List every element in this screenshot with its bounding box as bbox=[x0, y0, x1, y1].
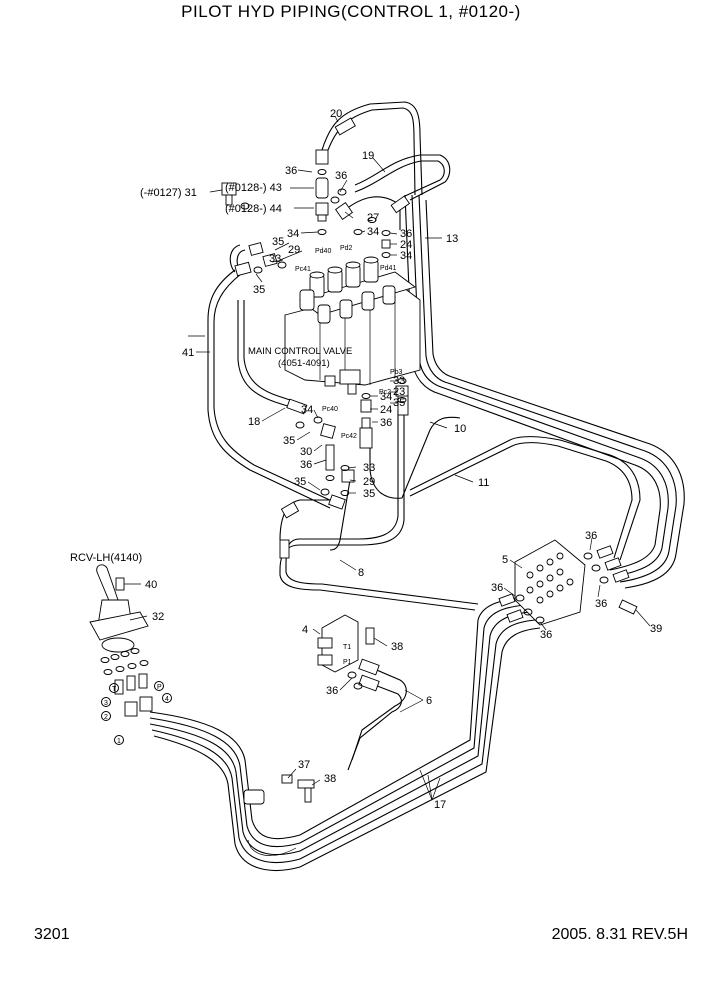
callout-6: 6 bbox=[426, 695, 432, 707]
callout-35: 35 bbox=[294, 476, 306, 488]
callout-27: 27 bbox=[367, 212, 379, 224]
callout-36: 36 bbox=[285, 165, 297, 177]
callout-29: 29 bbox=[363, 476, 375, 488]
hose-6 bbox=[347, 658, 407, 771]
note-part-31: (-#0127) 31 bbox=[140, 187, 197, 199]
callout-24: 24 bbox=[380, 404, 392, 416]
valve-name-label: MAIN CONTROL VALVE bbox=[248, 346, 352, 357]
callout-36: 36 bbox=[326, 685, 338, 697]
callout-36: 36 bbox=[335, 170, 347, 182]
callout-35: 35 bbox=[283, 435, 295, 447]
callout-36: 36 bbox=[300, 459, 312, 471]
port-p1-label: P1 bbox=[343, 659, 352, 666]
callout-36: 36 bbox=[540, 629, 552, 641]
callout-13: 13 bbox=[446, 233, 458, 245]
callout-5: 5 bbox=[502, 554, 508, 566]
callout-40: 40 bbox=[145, 579, 157, 591]
rcv-port-callouts: 3 2 1 T P 4 bbox=[101, 681, 172, 745]
callout-33: 33 bbox=[393, 375, 405, 387]
port-pc42: Pc42 bbox=[341, 433, 357, 440]
callout-29: 29 bbox=[288, 244, 300, 256]
clamp-37 bbox=[243, 774, 315, 805]
callout-30: 30 bbox=[300, 446, 312, 458]
port-pc41: Pc41 bbox=[295, 266, 311, 273]
callout-34: 34 bbox=[367, 226, 379, 238]
revision-date: 2005. 8.31 REV.5H bbox=[551, 926, 688, 943]
callout-37: 37 bbox=[298, 759, 310, 771]
rcv-joystick: 3 2 1 T P 4 RCV-LH(4140) bbox=[70, 552, 172, 745]
callout-34: 34 bbox=[301, 404, 313, 416]
callout-34: 34 bbox=[380, 391, 392, 403]
callout-35: 35 bbox=[393, 397, 405, 409]
callout-36: 36 bbox=[491, 582, 503, 594]
valve-spool-caps bbox=[299, 256, 396, 324]
callout-34: 34 bbox=[287, 228, 299, 240]
callout-33: 33 bbox=[269, 253, 281, 265]
rcv-port-3: 3 bbox=[104, 700, 108, 707]
callout-35: 35 bbox=[363, 488, 375, 500]
callout-23: 23 bbox=[393, 386, 405, 398]
port-labels: Pd40 Pd2 Pd41 Pc41 Pc40 Pc42 Pc2 Pb3 bbox=[295, 245, 403, 440]
hose-20 bbox=[321, 101, 423, 196]
rcv-port-1: 1 bbox=[117, 738, 121, 745]
note-part-44: (#0128-) 44 bbox=[225, 203, 282, 215]
hose-bundle-17 bbox=[149, 597, 541, 871]
main-control-valve: MAIN CONTROL VALVE (4051-4091) bbox=[248, 256, 421, 395]
port-pd40: Pd40 bbox=[315, 248, 331, 255]
hose-41 bbox=[207, 244, 335, 509]
callout-33: 33 bbox=[363, 462, 375, 474]
callout-24: 24 bbox=[400, 239, 412, 251]
callout-34: 34 bbox=[400, 250, 412, 262]
valve-code-label: (4051-4091) bbox=[278, 358, 330, 369]
manifold-block-5 bbox=[498, 539, 638, 626]
hose-13 bbox=[404, 194, 685, 589]
callout-20: 20 bbox=[330, 108, 342, 120]
callout-10: 10 bbox=[454, 423, 466, 435]
rcv-port-2: 2 bbox=[104, 714, 108, 721]
port-pd2: Pd2 bbox=[340, 245, 353, 252]
callout-32: 32 bbox=[152, 611, 164, 623]
rcv-rings bbox=[100, 648, 149, 675]
callout-35: 35 bbox=[253, 284, 265, 296]
callout-19: 19 bbox=[362, 150, 374, 162]
page-number: 3201 bbox=[34, 926, 70, 943]
port-t1-label: T1 bbox=[343, 644, 351, 651]
hose-10-11-8 bbox=[279, 394, 641, 611]
hose-19 bbox=[344, 154, 451, 230]
callout-36: 36 bbox=[400, 228, 412, 240]
leader-lines bbox=[124, 115, 651, 801]
top-fittings bbox=[221, 149, 391, 277]
rcv-port-t: T bbox=[112, 686, 117, 693]
rcv-label: RCV-LH(4140) bbox=[70, 552, 142, 564]
callout-4: 4 bbox=[302, 624, 308, 636]
callout-18: 18 bbox=[248, 416, 260, 428]
rcv-port-4: 4 bbox=[165, 696, 169, 703]
callout-39: 39 bbox=[650, 623, 662, 635]
note-part-43: (#0128-) 43 bbox=[225, 182, 282, 194]
rcv-port-p: P bbox=[157, 684, 162, 691]
callout-38: 38 bbox=[391, 641, 403, 653]
callout-17: 17 bbox=[434, 799, 446, 811]
part-callouts: 20 36 19 36 27 34 34 35 29 33 36 24 34 1… bbox=[145, 108, 662, 811]
hose-18 bbox=[237, 300, 308, 415]
callout-8: 8 bbox=[358, 567, 364, 579]
serial-notes: (-#0127) 31 (#0128-) 43 (#0128-) 44 bbox=[140, 182, 282, 215]
callout-36: 36 bbox=[380, 417, 392, 429]
mid-fittings bbox=[295, 378, 409, 510]
port-pd41: Pd41 bbox=[380, 265, 396, 272]
callout-41: 41 bbox=[182, 347, 194, 359]
callout-36: 36 bbox=[595, 598, 607, 610]
callout-36: 36 bbox=[585, 530, 597, 542]
port-pc40: Pc40 bbox=[322, 406, 338, 413]
port-pb3: Pb3 bbox=[390, 369, 403, 376]
port-pc2: Pc2 bbox=[379, 389, 391, 396]
callout-35: 35 bbox=[272, 236, 284, 248]
callout-11: 11 bbox=[478, 477, 489, 489]
diagram-title: PILOT HYD PIPING(CONTROL 1, #0120-) bbox=[181, 2, 521, 21]
valve-block-4: T1 P1 bbox=[317, 614, 375, 690]
callout-38: 38 bbox=[324, 773, 336, 785]
block-5-ports bbox=[526, 552, 574, 604]
